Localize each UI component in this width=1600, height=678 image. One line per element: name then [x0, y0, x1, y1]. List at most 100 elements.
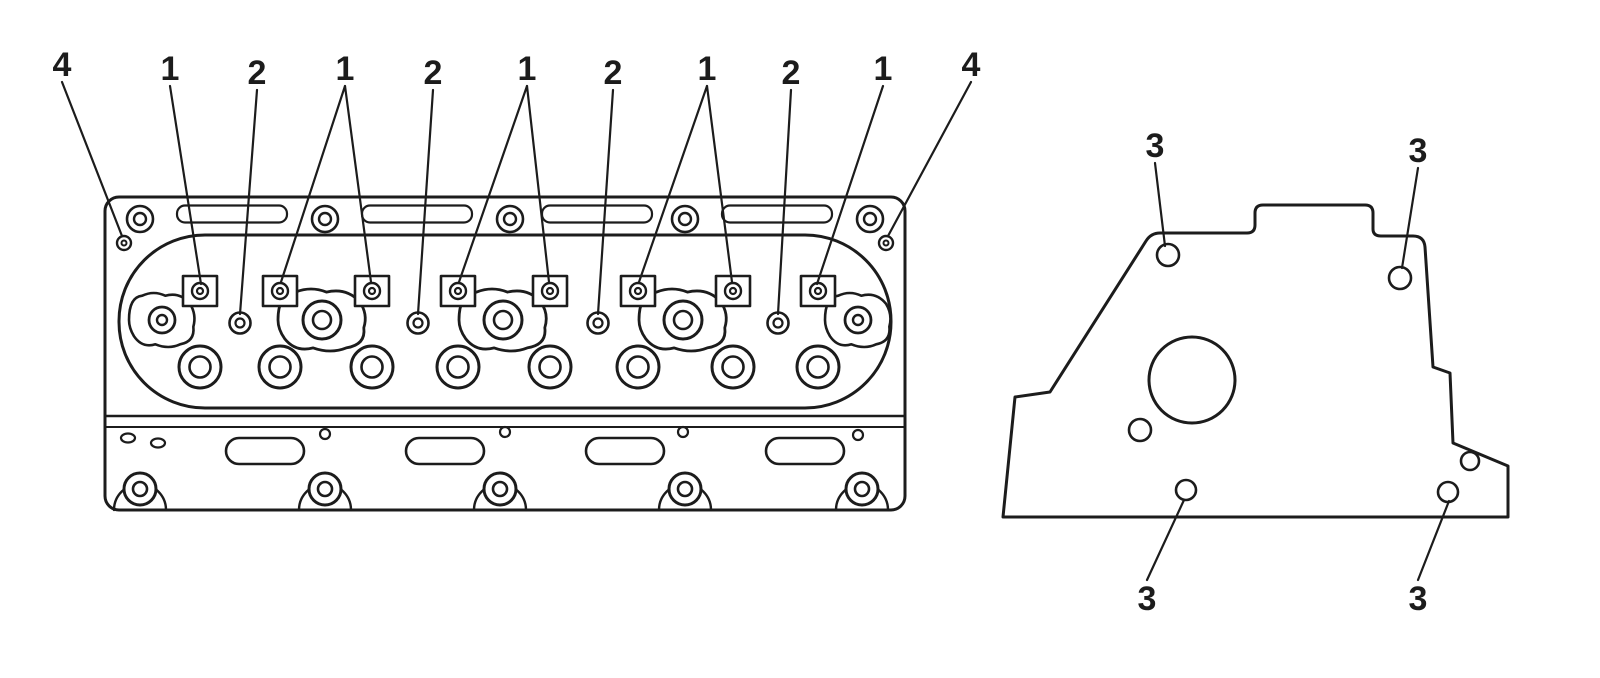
callout-label-1: 1 — [161, 50, 180, 88]
head-bolt-hole-inner — [813, 286, 823, 296]
callout-label-1: 1 — [518, 50, 537, 88]
lower-boss-inner — [626, 355, 650, 379]
cover-bolt-boss-inner — [677, 211, 693, 227]
plate-hole-mid-left — [1127, 417, 1153, 443]
leader-line — [60, 80, 124, 238]
lower-boss-inner — [538, 355, 562, 379]
callout-label-1: 1 — [336, 50, 355, 88]
plate-center-opening — [1147, 335, 1237, 425]
head-bolt-hole-inner — [275, 286, 285, 296]
gasket-port — [584, 436, 666, 466]
flange-bolt-boss-inner — [491, 480, 509, 498]
gasket-dot-hole — [318, 427, 332, 441]
flange-bolt-boss-inner — [853, 480, 871, 498]
leader-line — [238, 88, 259, 316]
lower-boss-inner — [806, 355, 830, 379]
cover-bolt-boss-inner — [502, 211, 518, 227]
head-bolt-boss — [619, 274, 657, 308]
corner-oil-hole-inner — [882, 239, 890, 247]
lower-boss-inner — [721, 355, 745, 379]
flange-bolt-boss-inner — [131, 480, 149, 498]
leader-line — [457, 84, 529, 284]
plate-hole-edge-right — [1459, 450, 1481, 472]
callout-label-3: 3 — [1409, 132, 1428, 170]
plate-hole-top-right — [1387, 265, 1413, 291]
flange-bolt-boss-inner — [676, 480, 694, 498]
callout-label-3: 3 — [1138, 580, 1157, 618]
gasket-oval-hole — [119, 432, 137, 444]
callout-label-2: 2 — [782, 54, 801, 92]
head-bolt-hole-inner — [453, 286, 463, 296]
head-bolt-hole-inner — [633, 286, 643, 296]
callout-label-2: 2 — [248, 54, 267, 92]
small-bolt-hole-inner — [234, 317, 246, 329]
plate-outline — [1001, 203, 1510, 519]
end-boss-hole-inner — [155, 313, 169, 327]
leader-line — [1145, 498, 1186, 582]
head-bolt-boss — [353, 274, 391, 308]
callout-layer: 4 1 2 1 2 1 2 1 2 1 4 3 3 3 3 — [53, 46, 1451, 618]
mid-boss-hole-inner — [672, 309, 694, 331]
callout-label-4: 4 — [962, 46, 981, 84]
leader-line — [637, 84, 709, 284]
leader-line — [776, 88, 793, 316]
end-boss-hole-inner — [851, 313, 865, 327]
gasket-port — [764, 436, 846, 466]
callout-label-4: 4 — [53, 46, 72, 84]
leader-line — [168, 84, 203, 286]
lower-boss-inner — [446, 355, 470, 379]
rail-slot — [175, 204, 289, 224]
head-bolt-hole-inner — [367, 286, 377, 296]
plate-hole-bottom-left — [1174, 478, 1198, 502]
rail-slot — [360, 204, 474, 224]
leader-line — [886, 80, 973, 238]
rail-slot — [540, 204, 654, 224]
mid-boss-hole-inner — [492, 309, 514, 331]
leader-line — [1400, 166, 1420, 270]
leader-line — [815, 84, 885, 286]
leader-line — [1416, 499, 1451, 582]
lower-boss-inner — [188, 355, 212, 379]
head-features — [112, 204, 895, 512]
engine-plate-figure — [1001, 203, 1510, 519]
plate-holes — [1127, 242, 1481, 504]
gasket-port — [404, 436, 486, 466]
plate-hole-bottom-right — [1436, 480, 1460, 504]
cover-bolt-boss-inner — [132, 211, 148, 227]
callout-label-2: 2 — [604, 54, 623, 92]
head-bolt-hole-inner — [195, 286, 205, 296]
head-bolt-hole-inner — [728, 286, 738, 296]
gasket-port — [224, 436, 306, 466]
callout-label-3: 3 — [1146, 127, 1165, 165]
leader-line — [1153, 161, 1167, 248]
small-bolt-hole-inner — [772, 317, 784, 329]
callout-label-3: 3 — [1409, 580, 1428, 618]
leader-line — [525, 84, 551, 284]
cylinder-head-figure — [103, 195, 907, 512]
small-bolt-hole-inner — [412, 317, 424, 329]
mid-boss-hole-inner — [311, 309, 333, 331]
leader-line — [596, 88, 615, 316]
gasket-dot-hole — [851, 428, 865, 442]
corner-oil-hole-inner — [120, 239, 128, 247]
gasket-dot-hole — [498, 425, 512, 439]
cover-bolt-boss-inner — [317, 211, 333, 227]
leader-line — [705, 84, 734, 284]
gasket-oval-hole — [149, 437, 167, 449]
head-bolt-hole-inner — [545, 286, 555, 296]
callout-label-1: 1 — [874, 50, 893, 88]
callout-label-2: 2 — [424, 54, 443, 92]
plate-hole-top-left — [1155, 242, 1181, 268]
lower-boss-inner — [268, 355, 292, 379]
flange-bolt-boss-inner — [316, 480, 334, 498]
callout-label-1: 1 — [698, 50, 717, 88]
gasket-dot-hole — [676, 425, 690, 439]
leader-line — [279, 84, 347, 284]
rail-slot — [720, 204, 834, 224]
lower-boss-inner — [360, 355, 384, 379]
leader-line — [416, 88, 435, 316]
small-bolt-hole-inner — [592, 317, 604, 329]
leader-line — [343, 84, 373, 284]
